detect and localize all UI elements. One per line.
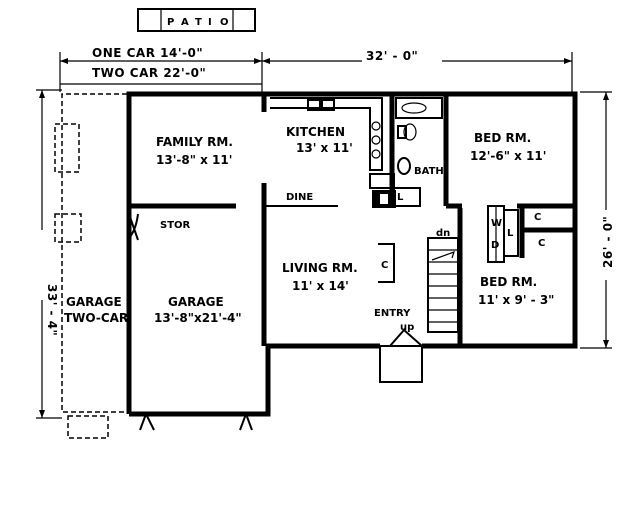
stairs (427, 237, 459, 333)
garage-size: 13'-8"x21'-4" (154, 311, 242, 325)
bed-room-2-name: BED RM. (480, 275, 537, 289)
patio: P A T I O (137, 8, 256, 32)
dine-label: DINE (286, 192, 313, 203)
stairs-up-mark: up (400, 322, 414, 333)
family-room-size: 13'-8" x 11' (156, 153, 232, 167)
bath-label: BATH (414, 166, 444, 177)
patio-letter: I (208, 17, 212, 28)
stairs-down-mark: dn (436, 228, 450, 239)
laundry-mark: L (507, 228, 514, 239)
patio-letter: O (220, 17, 229, 28)
patio-letter: P (167, 17, 174, 28)
bed-room-1-size: 12'-6" x 11' (470, 149, 546, 163)
future-garage-outline (54, 93, 127, 439)
dim-one-car: ONE CAR 14'-0" (92, 46, 203, 60)
dim-depth-left: 33' - 4" (45, 284, 59, 336)
closet-mark: C (534, 212, 541, 223)
dryer-mark: D (491, 240, 499, 251)
dimension-lines: ONE CAR 14'-0" TWO CAR 22'-0" 32' - 0" 2… (34, 46, 615, 419)
living-room-size: 11' x 14' (292, 279, 349, 293)
dim-width: 32' - 0" (366, 49, 418, 63)
patio-letter: A (181, 17, 189, 28)
doors (128, 213, 423, 431)
washer-mark: W (491, 218, 502, 229)
closet-mark: C (381, 260, 388, 271)
kitchen-fixtures (270, 97, 396, 208)
kitchen-name: KITCHEN (286, 125, 345, 139)
laundry-mark: L (397, 192, 404, 203)
dim-depth-right: 26' - 0" (601, 216, 615, 268)
closets (378, 205, 519, 283)
garage-two-car-name: GARAGE (66, 295, 122, 309)
kitchen-size: 13' x 11' (296, 141, 353, 155)
dim-two-car: TWO CAR 22'-0" (92, 66, 206, 80)
living-room-name: LIVING RM. (282, 261, 358, 275)
entry-label: ENTRY (374, 308, 411, 319)
garage-two-car-size: TWO-CAR (64, 311, 128, 325)
closet-mark: C (538, 238, 545, 249)
bed-room-1-name: BED RM. (474, 131, 531, 145)
bath-fixtures (393, 97, 443, 207)
garage-name: GARAGE (168, 295, 224, 309)
family-room-name: FAMILY RM. (156, 135, 233, 149)
room-labels: FAMILY RM. 13'-8" x 11' KITCHEN 13' x 11… (63, 125, 554, 328)
bed-room-2-size: 11' x 9' - 3" (478, 293, 554, 307)
patio-letter: T (195, 17, 202, 28)
patio-outline (137, 8, 256, 32)
fixture-marks: C C C L L W D dn up (381, 192, 545, 333)
stor-label: STOR (160, 220, 191, 231)
